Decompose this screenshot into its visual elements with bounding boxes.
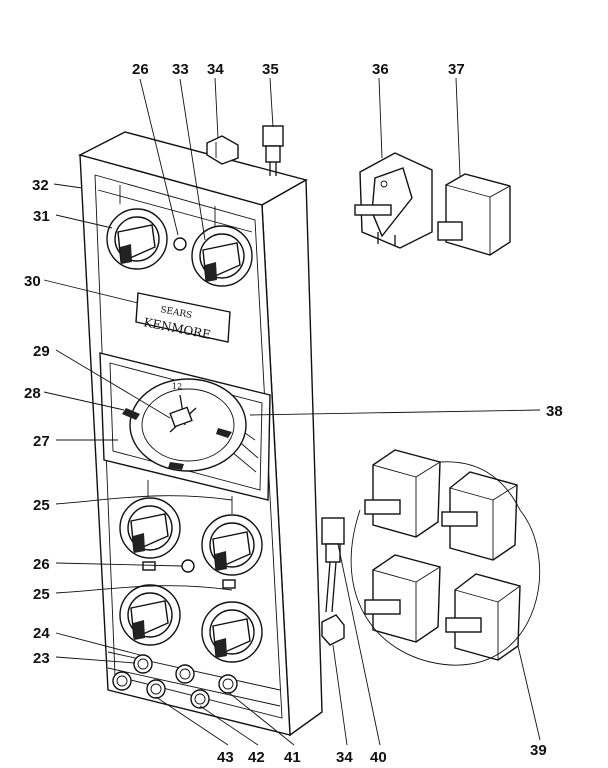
- callout-33: 33: [172, 61, 189, 78]
- callout-41: 41: [284, 749, 301, 766]
- callout-30: 30: [24, 273, 41, 290]
- callout-26-middle: 26: [33, 556, 50, 573]
- callout-38: 38: [546, 403, 563, 420]
- bottom-clip: [321, 614, 345, 646]
- indicator-light-top: [173, 237, 187, 251]
- switch-group-outline: [350, 461, 540, 666]
- leader-lines: [43, 77, 541, 746]
- callout-42: 42: [248, 749, 265, 766]
- infinite-switch-1: [364, 449, 441, 538]
- callout-37: 37: [448, 61, 465, 78]
- callout-31: 31: [33, 208, 50, 225]
- top-left-knob: [106, 208, 168, 270]
- bottom-lamp-strip: [107, 651, 281, 709]
- sears-kenmore-nameplate: SEARS KENMORE: [135, 292, 231, 343]
- infinite-switch-4: [445, 573, 521, 661]
- callout-29: 29: [33, 343, 50, 360]
- infinite-switch-2: [441, 471, 518, 561]
- callout-43: 43: [217, 749, 234, 766]
- callout-27: 27: [33, 433, 50, 450]
- callout-39: 39: [530, 742, 547, 759]
- callout-24: 24: [33, 625, 50, 642]
- callout-23: 23: [33, 650, 50, 667]
- callout-25-middle: 25: [33, 497, 50, 514]
- callout-36: 36: [372, 61, 389, 78]
- middle-right-knob: [201, 496, 263, 576]
- lamp-socket: [321, 517, 345, 613]
- clock-motor: [354, 152, 433, 249]
- callout-40: 40: [370, 749, 387, 766]
- clock-numeral-12: 12: [172, 382, 182, 391]
- top-clip: [206, 135, 239, 165]
- callout-25-lower: 25: [33, 586, 50, 603]
- lower-right-knob: [201, 579, 263, 663]
- callout-34-top: 34: [207, 61, 224, 78]
- clock-face: 12: [122, 378, 247, 472]
- top-right-knob: [191, 225, 253, 287]
- callout-26-top: 26: [132, 61, 149, 78]
- indicator-light-middle: [181, 559, 195, 573]
- callout-28: 28: [24, 385, 41, 402]
- top-terminal-connector: [262, 125, 284, 176]
- switch-block-top: [437, 173, 511, 256]
- callout-labels: 26 33 34 35 36 37 32 31 30 29 28 38 27 2…: [24, 61, 563, 766]
- middle-left-knob: [119, 480, 181, 559]
- callout-35: 35: [262, 61, 279, 78]
- callout-34-bottom: 34: [336, 749, 353, 766]
- infinite-switch-3: [364, 554, 441, 643]
- callout-32: 32: [32, 177, 49, 194]
- lower-left-knob: [119, 561, 181, 646]
